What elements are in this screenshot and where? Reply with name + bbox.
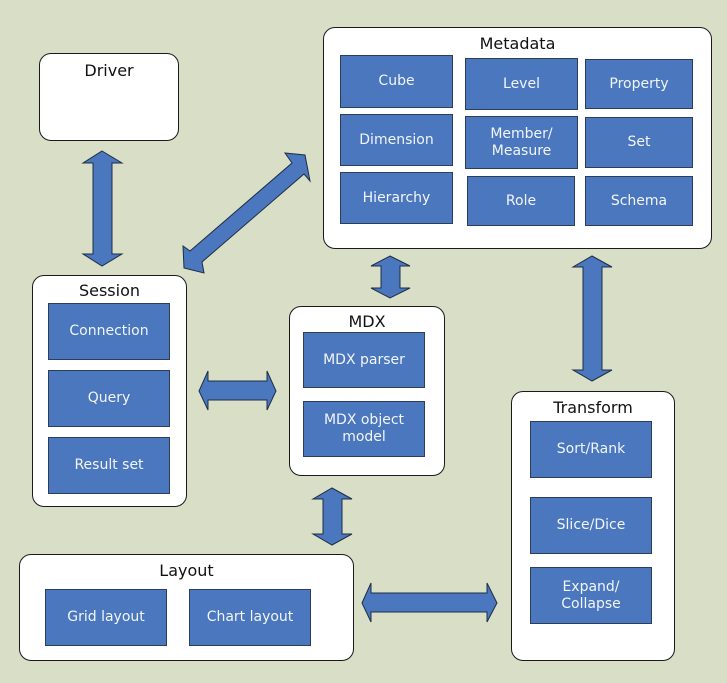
arrow-mdx-layout	[311, 487, 353, 546]
metadata-item-member-measure: Member/ Measure	[465, 116, 578, 169]
layout-item-chart: Chart layout	[189, 589, 311, 646]
metadata-item-dimension: Dimension	[340, 114, 453, 166]
arrow-driver-session	[81, 150, 124, 267]
mdx-item-object-model: MDX object model	[303, 401, 425, 457]
session-title: Session	[78, 281, 141, 300]
metadata-item-hierarchy: Hierarchy	[340, 172, 453, 224]
arrow-layout-transform	[361, 582, 498, 623]
metadata-title: Metadata	[479, 34, 556, 53]
metadata-item-property: Property	[585, 59, 693, 109]
driver-group: Driver	[39, 53, 179, 141]
transform-item-slice-dice: Slice/Dice	[530, 497, 652, 554]
session-item-connection: Connection	[48, 303, 170, 360]
metadata-item-role: Role	[467, 176, 575, 226]
mdx-item-parser: MDX parser	[303, 332, 425, 388]
mdx-title: MDX	[348, 312, 386, 331]
arrow-mdx-metadata	[370, 255, 411, 299]
session-item-query: Query	[48, 370, 170, 427]
metadata-item-cube: Cube	[340, 55, 453, 108]
arrow-session-metadata	[182, 152, 311, 274]
metadata-item-level: Level	[465, 58, 578, 110]
metadata-item-schema: Schema	[585, 176, 693, 226]
layout-title: Layout	[159, 561, 214, 580]
transform-title: Transform	[553, 398, 633, 417]
session-item-result-set: Result set	[48, 437, 170, 494]
layout-item-grid: Grid layout	[45, 589, 167, 646]
arrow-session-mdx	[198, 370, 277, 411]
transform-item-expand-collapse: Expand/ Collapse	[530, 567, 652, 624]
driver-title: Driver	[84, 61, 134, 80]
arrow-metadata-transform	[571, 255, 613, 382]
metadata-item-set: Set	[585, 117, 693, 168]
transform-item-sort-rank: Sort/Rank	[530, 421, 652, 478]
